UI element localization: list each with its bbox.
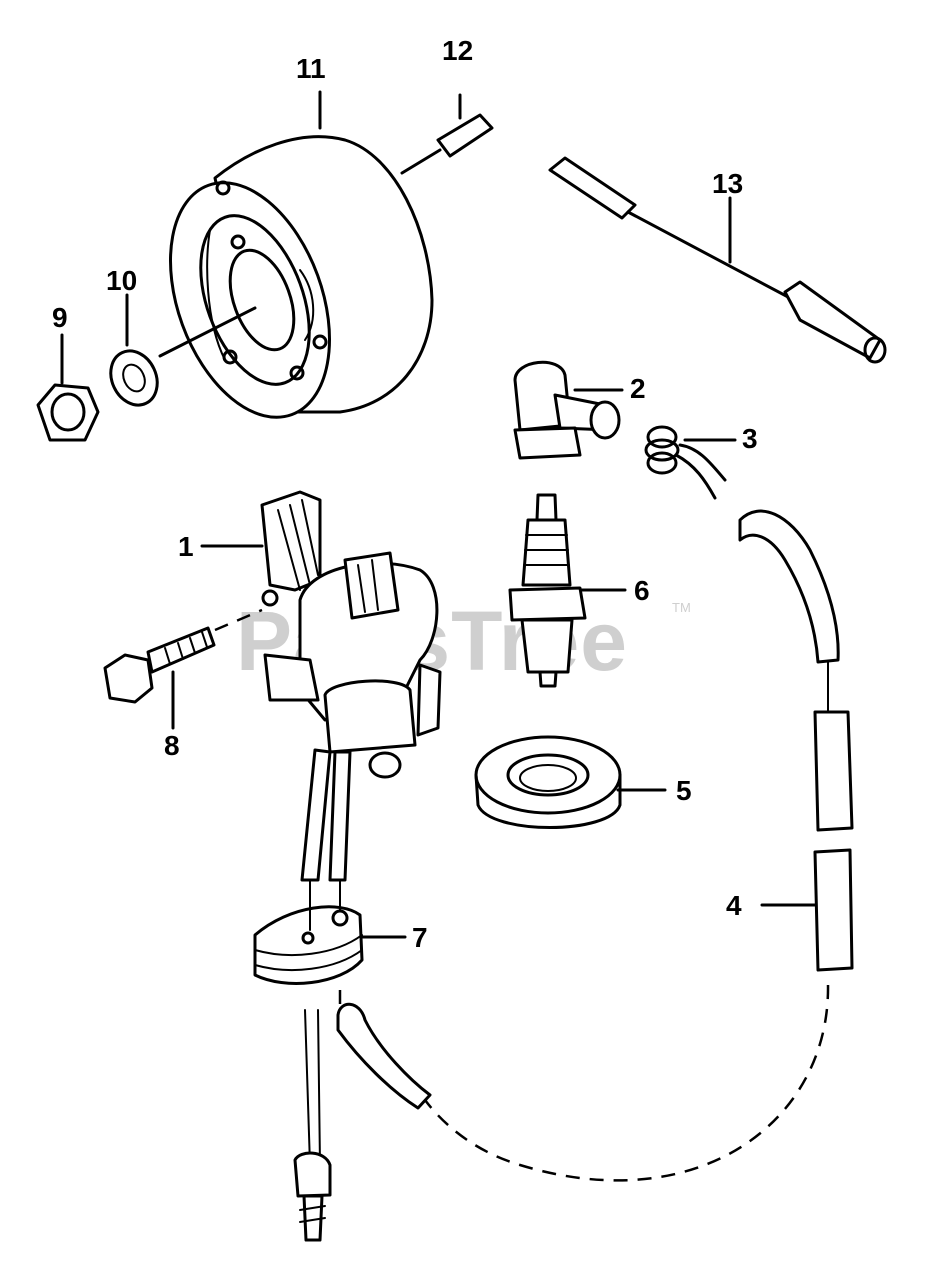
part-label-8[interactable]: 8 [164, 730, 180, 761]
part-label-10[interactable]: 10 [106, 265, 137, 296]
part-label-1[interactable]: 1 [178, 531, 194, 562]
part-label-4[interactable]: 4 [726, 890, 742, 921]
part-label-2[interactable]: 2 [630, 373, 646, 404]
flywheel-drawing[interactable] [141, 135, 434, 440]
part-label-11[interactable]: 11 [296, 53, 326, 84]
hose-drawing[interactable] [424, 509, 854, 1182]
stop-switch-drawing[interactable] [253, 879, 432, 1242]
spark-plug-boot-drawing[interactable] [513, 360, 624, 460]
watermark-tm: TM [672, 600, 691, 615]
part-label-9[interactable]: 9 [52, 302, 68, 333]
spark-plug-drawing[interactable] [508, 493, 627, 688]
nut-drawing[interactable] [36, 333, 100, 442]
wire-lead-drawing[interactable] [548, 156, 887, 364]
lock-washer-drawing[interactable] [102, 293, 166, 413]
part-label-12[interactable]: 12 [442, 35, 473, 66]
part-label-5[interactable]: 5 [676, 775, 692, 806]
ignition-coil-drawing[interactable] [200, 490, 442, 882]
grommet-drawing[interactable] [474, 735, 667, 829]
key-drawing[interactable] [400, 93, 494, 175]
spring-clip-drawing[interactable] [644, 425, 737, 500]
part-label-6[interactable]: 6 [634, 575, 650, 606]
bolt-drawing[interactable] [103, 608, 263, 730]
part-label-7[interactable]: 7 [412, 922, 428, 953]
part-label-3[interactable]: 3 [742, 423, 758, 454]
part-label-13[interactable]: 13 [712, 168, 743, 199]
